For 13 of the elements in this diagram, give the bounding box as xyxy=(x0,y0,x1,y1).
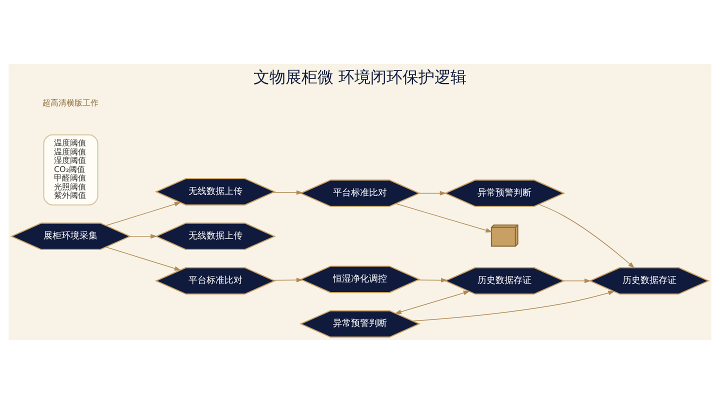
arrow xyxy=(418,278,448,283)
arrow xyxy=(564,278,592,284)
arrow xyxy=(394,290,470,314)
arrow xyxy=(419,190,446,196)
arrow xyxy=(106,246,182,271)
arrow xyxy=(106,202,182,226)
arrow xyxy=(412,290,615,322)
arrow xyxy=(272,190,304,195)
arrow xyxy=(396,203,492,233)
arrow xyxy=(538,204,635,268)
diagram-title: 文物展柜微 环境闭环保护逻辑 xyxy=(253,68,467,87)
arrow xyxy=(130,234,158,239)
arrow xyxy=(272,278,304,282)
